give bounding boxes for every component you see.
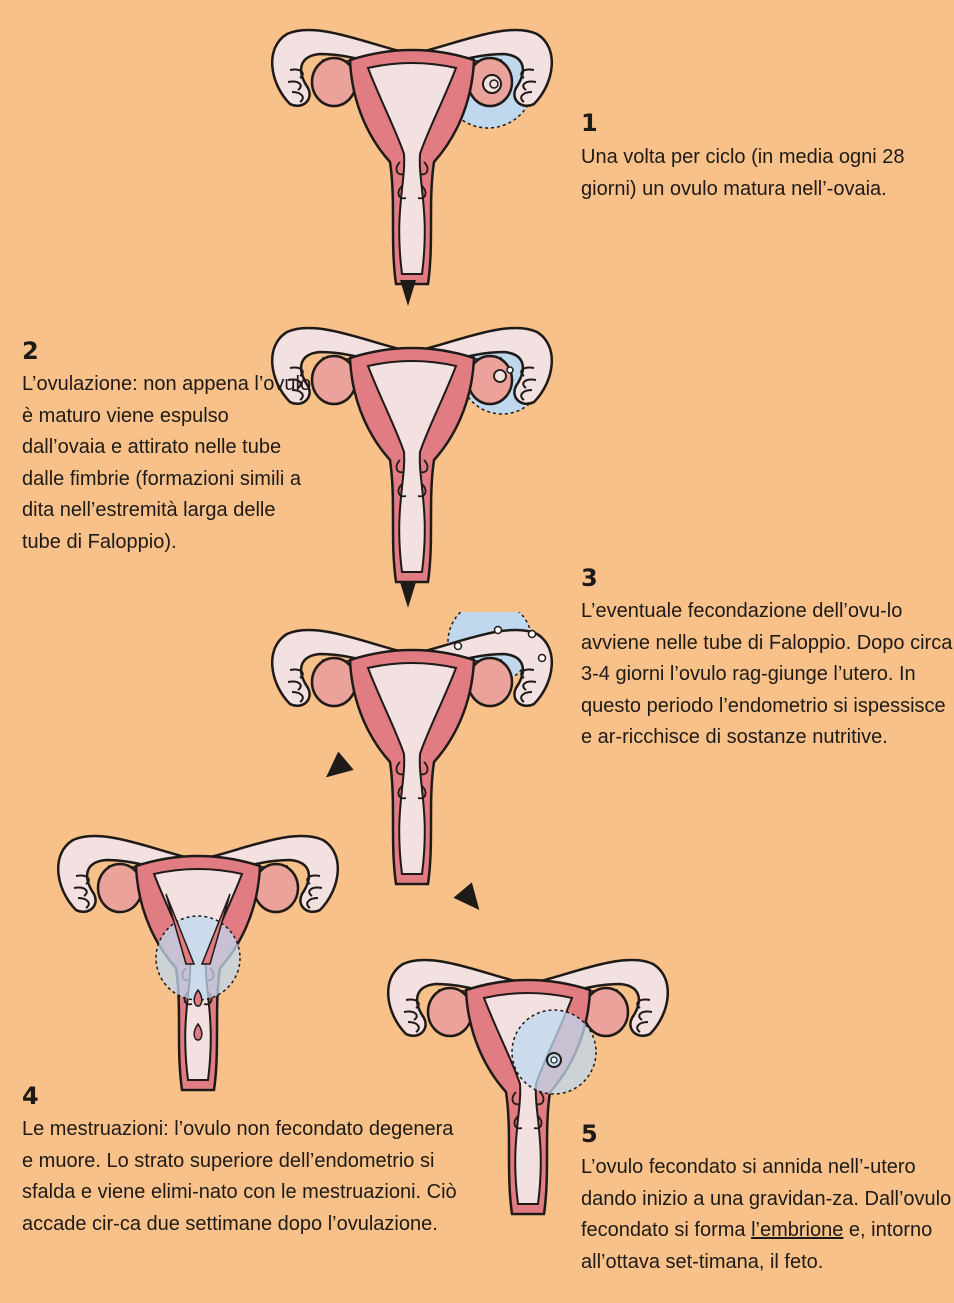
- ovum-position-marker: [539, 655, 546, 662]
- ovum-position-marker: [455, 643, 462, 650]
- step-1-text: Una volta per ciclo (in media ogni 28 gi…: [581, 142, 953, 205]
- step-4-number: 4: [22, 1084, 39, 1108]
- uterus-stage-4-figure: [48, 818, 348, 1098]
- step-5-number: 5: [581, 1122, 598, 1146]
- step-2-number: 2: [22, 339, 39, 363]
- released-ovum: [494, 370, 506, 382]
- step-2-text: L’ovulazione: non appena l’ovulo è matur…: [22, 369, 312, 558]
- uterus-stage-1-figure: [262, 12, 562, 292]
- step-5-text: L’ovulo fecondato si annida nell’-utero …: [581, 1152, 953, 1278]
- embrione-link[interactable]: l’embrione: [751, 1219, 843, 1241]
- step-3-text: L’eventuale fecondazione dell’ovu-lo avv…: [581, 596, 953, 754]
- step-3-number: 3: [581, 566, 598, 590]
- ovum-position-marker: [495, 627, 502, 634]
- arrow-down-1: [400, 280, 416, 306]
- step-1-number: 1: [581, 111, 598, 135]
- ovum-position-marker: [529, 631, 536, 638]
- arrow-down-2: [400, 582, 416, 608]
